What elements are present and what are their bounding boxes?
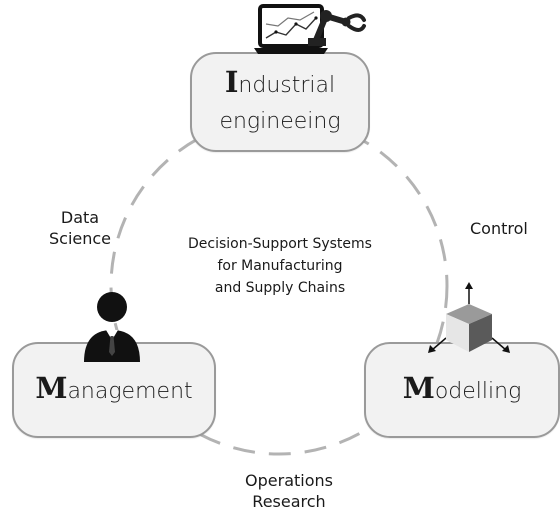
modelling-rest: odelling [434, 379, 522, 404]
center-title: Decision-Support Systems for Manufacturi… [170, 233, 390, 299]
industrial-line2: engineeing [219, 109, 341, 134]
cycle-path [109, 116, 449, 456]
center-line1: Decision-Support Systems [188, 236, 372, 252]
data-science-label: Data Science [38, 207, 122, 249]
laptop-robot-arm-icon [254, 4, 366, 54]
management-initial: M [35, 371, 68, 405]
operations-research-line2: Research [252, 492, 326, 511]
cube-axes-icon [428, 282, 510, 353]
management-rest: anagement [67, 379, 193, 404]
data-science-line2: Science [48, 229, 112, 248]
control-label: Control [470, 219, 528, 238]
modelling-initial: M [402, 371, 435, 405]
industrial-engineering-node: Industrial engineeing [190, 52, 370, 152]
industrial-engineering-label: Industrial engineeing [219, 64, 340, 140]
modelling-node: Modelling [364, 342, 560, 438]
person-icon [84, 292, 140, 362]
management-label: Management [35, 370, 192, 410]
center-line3: and Supply Chains [214, 280, 346, 296]
data-science-line1: Data [60, 208, 100, 227]
modelling-label: Modelling [403, 370, 522, 410]
operations-research-label: Operations Research [234, 470, 344, 512]
industrial-rest: ndustrial [238, 73, 336, 98]
center-line2: for Manufacturing [217, 258, 343, 274]
industrial-initial: I [224, 65, 239, 99]
operations-research-line1: Operations [245, 471, 333, 490]
